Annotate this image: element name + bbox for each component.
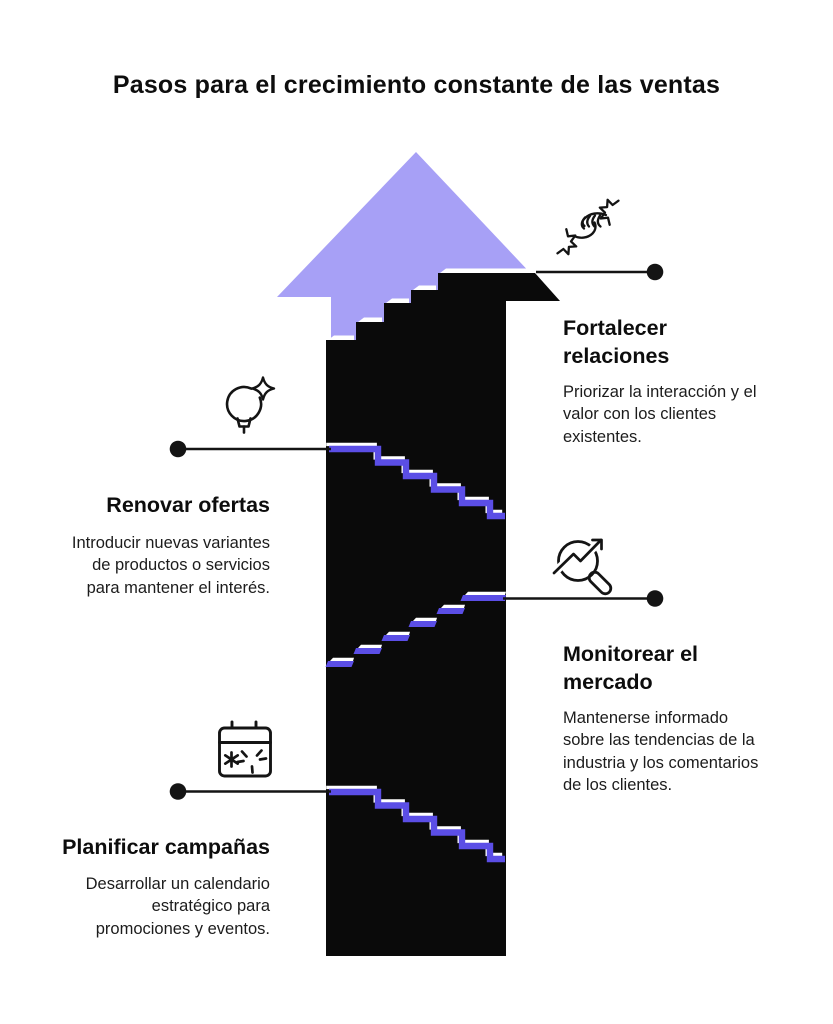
- connector-dot: [646, 590, 664, 607]
- section-body-fortalecer: Priorizar la interacción y el valor con …: [563, 383, 757, 446]
- connector-dot: [169, 440, 187, 458]
- lightbulb-sparkle-icon: [225, 376, 276, 434]
- connector-fortalecer: [536, 263, 664, 281]
- connector-dot: [169, 783, 187, 800]
- section-heading-monitorear: Monitorear el mercado: [563, 642, 698, 694]
- magnifier-trend-icon: [551, 537, 613, 596]
- connector-monitorear: [503, 590, 664, 607]
- connector-renovar: [169, 440, 331, 458]
- handshake-icon: [556, 198, 620, 256]
- section-heading-planificar: Planificar campañas: [62, 835, 270, 859]
- staircase-renovar: [326, 442, 505, 520]
- arrow-body-shape: [326, 273, 560, 956]
- section-body-planificar: Desarrollar un calendario estratégico pa…: [85, 875, 270, 938]
- section-body-monitorear: Mantenerse informado sobre las tendencia…: [563, 709, 759, 794]
- top-staircase-highlights: [328, 268, 533, 340]
- section-heading-fortalecer: Fortalecer relaciones: [563, 316, 670, 368]
- section-body-renovar: Introducir nuevas variantes de productos…: [71, 534, 270, 597]
- section-heading-renovar: Renovar ofertas: [106, 493, 270, 517]
- connector-dot: [646, 263, 664, 281]
- calendar-star-icon: [218, 720, 272, 778]
- page-title: Pasos para el crecimiento constante de l…: [112, 70, 721, 99]
- staircase-planificar: [326, 785, 505, 863]
- staircase-monitorear: [325, 591, 506, 667]
- connector-planificar: [169, 783, 331, 800]
- sparkle-shape: [250, 376, 276, 401]
